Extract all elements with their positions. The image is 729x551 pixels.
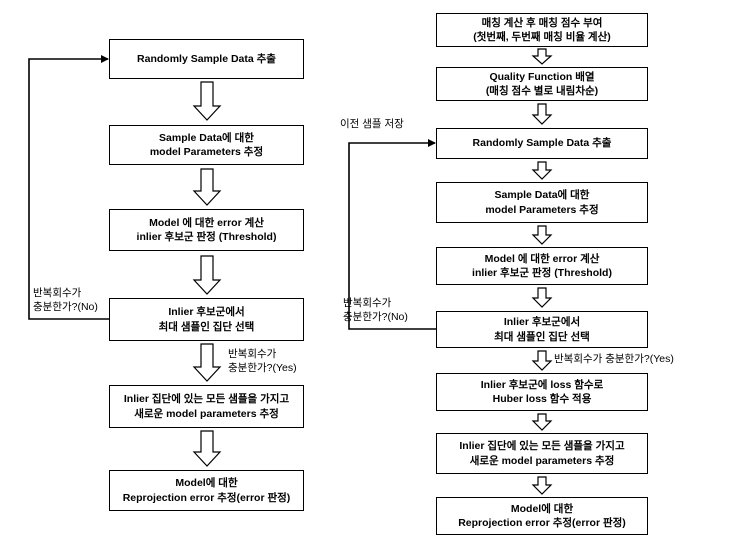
left-step-reestimate-box: Inlier 집단에 있는 모든 샘플을 가지고 새로운 model param… bbox=[109, 385, 304, 428]
left-step-sample-box: Randomly Sample Data 추출 bbox=[109, 39, 304, 79]
step-text-line: 매칭 계산 후 매칭 점수 부여 bbox=[481, 16, 603, 29]
right-step-reestimate-box: Inlier 집단에 있는 모든 샘플을 가지고 새로운 model param… bbox=[436, 433, 648, 474]
step-text-line: Inlier 후보군에서 bbox=[503, 316, 581, 329]
flow-arrow-icon bbox=[531, 103, 553, 125]
flow-arrow-icon bbox=[531, 413, 553, 431]
step-text-line: model Parameters 추정 bbox=[149, 146, 264, 158]
left-yes-label: 반복회수가 충분한가?(Yes) bbox=[228, 348, 297, 374]
step-text-line: (첫번째, 두번째 매칭 비율 계산) bbox=[473, 31, 611, 43]
flow-arrow-icon bbox=[531, 350, 553, 371]
flow-arrow-icon bbox=[531, 287, 553, 308]
step-text-line: Model에 대한 bbox=[175, 477, 238, 490]
step-text-line: Huber loss 함수 적용 bbox=[492, 393, 592, 405]
right-step-quality-function-box: Quality Function 배열 (매칭 점수 별로 내림차순) bbox=[436, 67, 648, 101]
left-step-model-params-box: Sample Data에 대한 model Parameters 추정 bbox=[109, 125, 304, 165]
flow-arrow-icon bbox=[192, 430, 222, 467]
flow-arrow-icon bbox=[192, 168, 222, 206]
flow-arrow-icon bbox=[531, 476, 553, 495]
right-step-huber-loss-box: Inlier 후보군에 loss 함수로 Huber loss 함수 적용 bbox=[436, 373, 648, 411]
flow-arrow-icon bbox=[531, 48, 553, 65]
step-text-line: Randomly Sample Data 추출 bbox=[472, 137, 612, 150]
right-loop-back-arrow bbox=[348, 139, 436, 330]
step-text-line: (매칭 점수 별로 내림차순) bbox=[485, 85, 599, 97]
step-text-line: 새로운 model parameters 추정 bbox=[134, 407, 279, 420]
step-text-line: 최대 샘플인 집단 선택 bbox=[158, 320, 255, 333]
right-yes-label: 반복회수가 충분한가?(Yes) bbox=[554, 353, 674, 365]
step-text-line: Inlier 후보군에서 bbox=[168, 306, 245, 319]
step-text-line: Model에 대한 bbox=[510, 502, 574, 515]
right-step-match-score-box: 매칭 계산 후 매칭 점수 부여 (첫번째, 두번째 매칭 비율 계산) bbox=[436, 13, 648, 47]
right-save-sample-label: 이전 샘플 저장 bbox=[340, 118, 404, 130]
right-loop-no-label: 반복회수가 충분한가?(No) bbox=[343, 297, 408, 323]
step-text-line: Sample Data에 대한 bbox=[494, 189, 590, 202]
left-step-error-box: Model 에 대한 error 계산 inlier 후보군 판정 (Thres… bbox=[109, 209, 304, 251]
step-text-line: Quality Function 배열 bbox=[489, 70, 595, 83]
step-text-line: Sample Data에 대한 bbox=[159, 131, 254, 144]
step-text-line: Model 에 대한 error 계산 bbox=[149, 216, 264, 229]
step-text-line: Reprojection error 추정(error 판정) bbox=[122, 491, 291, 504]
step-text-line: Inlier 집단에 있는 모든 샘플을 가지고 bbox=[459, 440, 625, 453]
right-step-inlier-select-box: Inlier 후보군에서 최대 샘플인 집단 선택 bbox=[436, 311, 648, 348]
step-text-line: Model 에 대한 error 계산 bbox=[484, 252, 600, 265]
step-text-line: Inlier 집단에 있는 모든 샘플을 가지고 bbox=[123, 393, 290, 406]
right-step-reprojection-box: Model에 대한 Reprojection error 추정(error 판정… bbox=[436, 497, 648, 535]
right-step-model-params-box: Sample Data에 대한 model Parameters 추정 bbox=[436, 182, 648, 223]
step-text-line: 최대 샘플인 집단 선택 bbox=[494, 330, 590, 343]
step-text-line: Inlier 후보군에 loss 함수로 bbox=[480, 378, 604, 391]
step-text-line: model Parameters 추정 bbox=[485, 203, 599, 216]
right-step-error-box: Model 에 대한 error 계산 inlier 후보군 판정 (Thres… bbox=[436, 247, 648, 285]
step-text-line: inlier 후보군 판정 (Threshold) bbox=[136, 231, 277, 243]
left-loop-back-arrow bbox=[28, 55, 109, 320]
flow-arrow-icon bbox=[192, 343, 222, 382]
step-text-line: 새로운 model parameters 추정 bbox=[469, 454, 615, 467]
left-step-inlier-select-box: Inlier 후보군에서 최대 샘플인 집단 선택 bbox=[109, 298, 304, 341]
step-text-line: inlier 후보군 판정 (Threshold) bbox=[472, 267, 612, 279]
left-step-reprojection-box: Model에 대한 Reprojection error 추정(error 판정… bbox=[109, 470, 304, 511]
left-loop-no-label: 반복회수가 충분한가?(No) bbox=[33, 287, 98, 313]
flow-arrow-icon bbox=[192, 81, 222, 121]
flow-arrow-icon bbox=[531, 225, 553, 245]
flow-arrow-icon bbox=[192, 255, 222, 295]
right-step-sample-box: Randomly Sample Data 추출 bbox=[436, 128, 648, 159]
step-text-line: Randomly Sample Data 추출 bbox=[137, 52, 276, 65]
step-text-line: Reprojection error 추정(error 판정) bbox=[458, 517, 626, 529]
flow-arrow-icon bbox=[531, 161, 553, 180]
